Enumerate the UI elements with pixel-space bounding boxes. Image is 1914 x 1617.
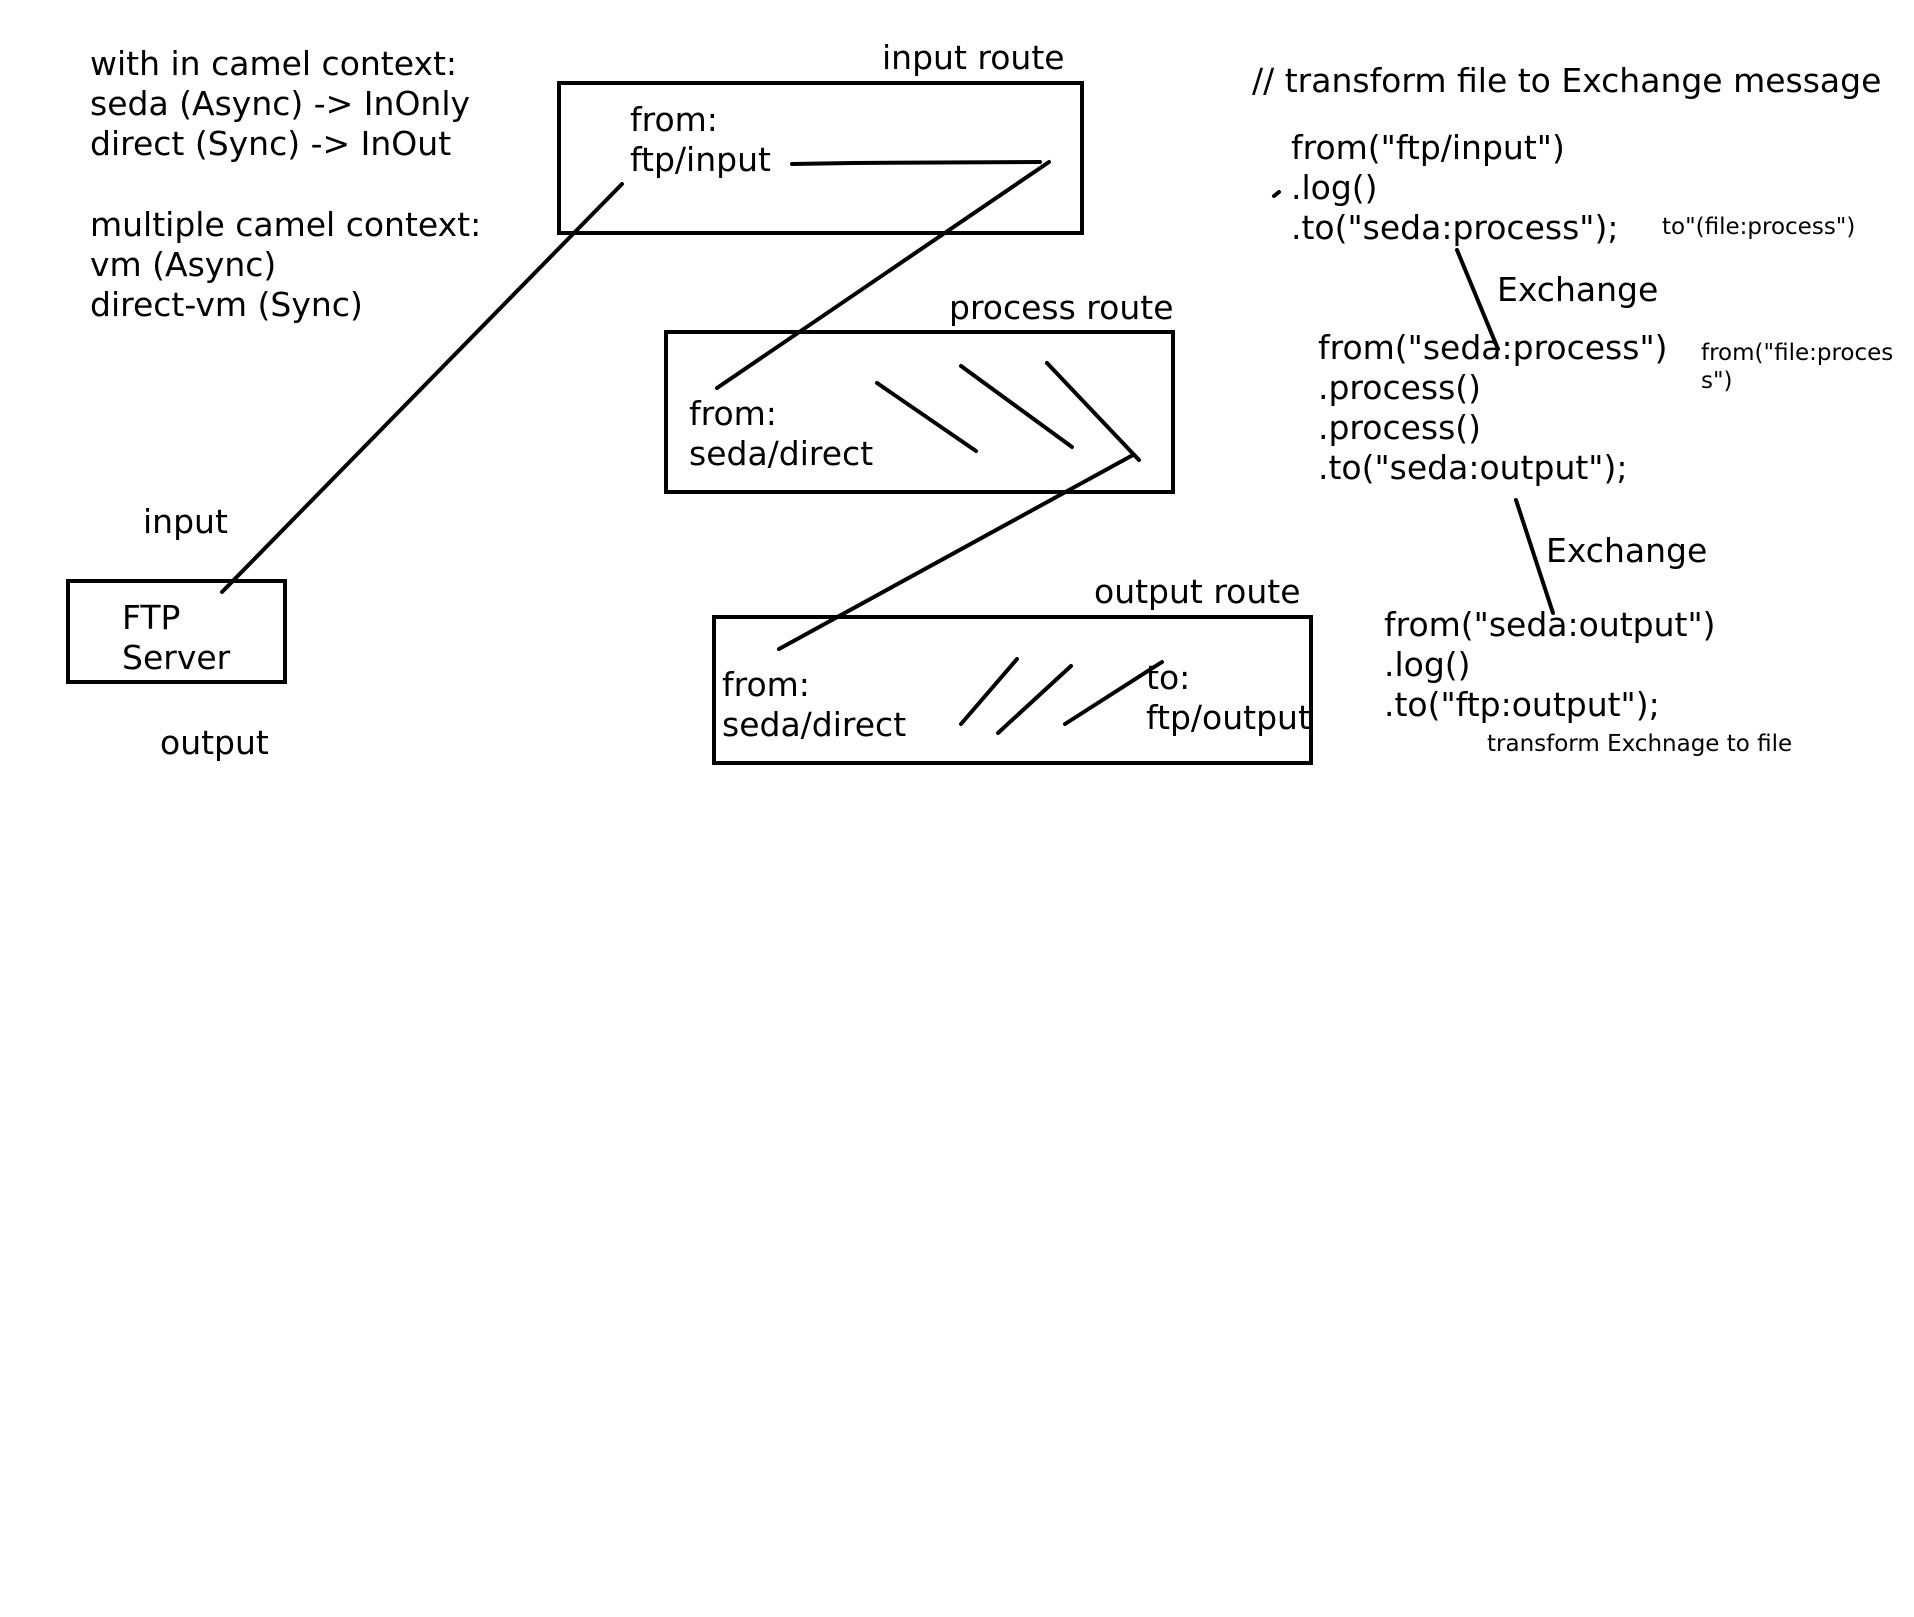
note-line: s")	[1701, 368, 1733, 394]
code-line: .to("seda:process");	[1291, 208, 1619, 247]
route-line: seda/direct	[689, 434, 874, 473]
note-line: seda (Async) -> InOnly	[90, 84, 471, 123]
input-route-from: from: ftp/input	[630, 100, 771, 180]
process-route-title: process route	[949, 288, 1174, 327]
code-line: .to("seda:output");	[1318, 448, 1628, 487]
code-comment: // transform file to Exchange message	[1252, 61, 1882, 100]
code-line: from("seda:process")	[1318, 328, 1668, 367]
code-note-to: to"(file:process")	[1662, 214, 1856, 240]
route-line: from:	[689, 394, 777, 433]
ftp-server-label: FTP Server	[122, 598, 230, 678]
note-line: multiple camel context:	[90, 205, 482, 244]
note-line: from("file:proces	[1701, 340, 1894, 366]
output-route-from: from: seda/direct	[722, 665, 906, 745]
note-line: vm (Async)	[90, 245, 277, 284]
code-block-output: from("seda:output") .log() .to("ftp:outp…	[1384, 605, 1716, 725]
code-line: from("seda:output")	[1384, 605, 1716, 644]
route-line: from:	[722, 665, 810, 704]
code-note-from: from("file:proces s")	[1701, 339, 1893, 395]
exchange-label-1: Exchange	[1497, 270, 1659, 309]
route-line: to:	[1146, 658, 1191, 697]
context-notes-multiple: multiple camel context: vm (Async) direc…	[90, 205, 481, 325]
code-line: .process()	[1318, 368, 1482, 407]
code-line: .log()	[1291, 168, 1378, 207]
ftp-server-line: FTP	[122, 598, 181, 637]
process-route-from: from: seda/direct	[689, 394, 873, 474]
ftp-server-line: Server	[122, 638, 231, 677]
code-note-transform: transform Exchnage to file	[1487, 731, 1793, 757]
code-line: .process()	[1318, 408, 1482, 447]
code-line: .to("ftp:output");	[1384, 685, 1660, 724]
code-block-process: from("seda:process") .process() .process…	[1318, 328, 1668, 488]
exchange-label-2: Exchange	[1546, 531, 1708, 570]
input-route-title: input route	[882, 38, 1065, 77]
output-route-to: to: ftp/output	[1146, 658, 1311, 738]
ftp-output-label: output	[160, 723, 269, 762]
stray-mark	[1272, 190, 1281, 198]
route-line: ftp/input	[630, 140, 771, 179]
ftp-input-label: input	[143, 502, 228, 541]
ftp-server-box	[66, 579, 287, 684]
route-line: ftp/output	[1146, 698, 1311, 737]
code-line: .log()	[1384, 645, 1471, 684]
code-line: from("ftp/input")	[1291, 128, 1565, 167]
note-line: direct (Sync) -> InOut	[90, 124, 452, 163]
output-route-title: output route	[1094, 572, 1301, 611]
note-line: direct-vm (Sync)	[90, 285, 363, 324]
note-line: with in camel context:	[90, 44, 458, 83]
context-notes-within: with in camel context: seda (Async) -> I…	[90, 44, 470, 164]
route-line: from:	[630, 100, 718, 139]
code-block-input: from("ftp/input") .log() .to("seda:proce…	[1291, 128, 1618, 248]
route-line: seda/direct	[722, 705, 907, 744]
